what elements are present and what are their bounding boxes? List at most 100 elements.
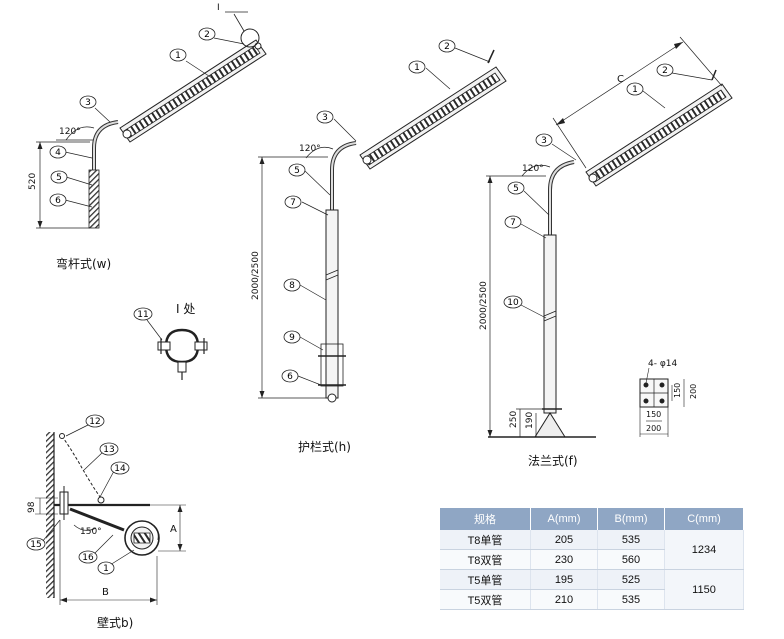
svg-text:3: 3	[322, 113, 328, 123]
callout-f-2: 2	[656, 63, 674, 77]
callout-f-1: 1	[626, 82, 644, 96]
spec-a: 210	[530, 589, 598, 610]
table-row: T5双管 210 535	[440, 589, 744, 610]
callout-h-8: 8	[283, 278, 301, 292]
dim-C: C	[617, 74, 624, 85]
callout-h-7: 7	[284, 195, 302, 209]
dim-150-right: 150	[673, 383, 682, 398]
svg-text:2: 2	[204, 30, 210, 40]
table-row: T8单管 205 535 1234	[440, 530, 744, 570]
spec-model: T5单管	[440, 569, 531, 590]
svg-text:2: 2	[444, 42, 450, 52]
angle-label-h: 120°	[299, 144, 321, 154]
caption-detail: I 处	[176, 302, 196, 316]
svg-text:12: 12	[89, 417, 100, 427]
callout-w-4: 4	[49, 145, 67, 159]
detail-circle-I	[240, 28, 260, 48]
spec-c: 1150	[664, 569, 744, 610]
callout-b-12: 12	[85, 414, 105, 428]
svg-text:6: 6	[55, 196, 61, 206]
caption-wall: 壁式b)	[97, 616, 134, 630]
svg-text:3: 3	[85, 98, 91, 108]
callout-b-1: 1	[97, 561, 115, 575]
spec-header-c: C(mm)	[664, 508, 744, 530]
guardrail-tube-h	[325, 209, 339, 399]
callout-f-7: 7	[504, 215, 522, 229]
spec-c: 1234	[664, 530, 744, 570]
lamp-fixture-h	[359, 49, 507, 170]
svg-text:8: 8	[289, 281, 295, 291]
spec-header-b: B(mm)	[597, 508, 665, 530]
angle-label-f: 120°	[522, 164, 544, 174]
wall-hatch	[46, 432, 54, 598]
svg-text:14: 14	[114, 464, 126, 474]
callout-bubbles: 1 2 3 4 5 6 1 2 3 5 7 8 9 6 1 2 3 5 7 10…	[26, 27, 674, 575]
svg-text:1: 1	[632, 85, 638, 95]
svg-text:4: 4	[55, 148, 61, 158]
dim-98: 98	[27, 501, 37, 513]
spec-table: 规格 A(mm) B(mm) C(mm) T8单管 205 535 1234 T…	[440, 508, 744, 610]
clamp-detail-figure	[146, 319, 208, 380]
callout-w-5: 5	[50, 170, 68, 184]
svg-text:1: 1	[414, 63, 420, 73]
callout-h-6: 6	[281, 369, 299, 383]
svg-text:5: 5	[294, 166, 300, 176]
svg-text:6: 6	[287, 372, 293, 382]
guardrail-figure	[258, 47, 507, 403]
spec-b: 525	[597, 569, 665, 590]
svg-text:1: 1	[175, 51, 181, 61]
table-row: T8双管 230 560	[440, 549, 744, 570]
dim-200-right: 200	[689, 384, 698, 399]
svg-text:9: 9	[289, 333, 295, 343]
svg-text:13: 13	[103, 445, 114, 455]
spec-b: 535	[597, 589, 665, 610]
wall-mount-figure	[35, 423, 186, 605]
spec-b: 560	[597, 549, 665, 570]
callout-w-1: 1	[169, 48, 187, 62]
dim-190: 190	[525, 412, 535, 429]
spec-a: 195	[530, 569, 598, 590]
callout-f-10: 10	[503, 295, 523, 309]
angle-label-w: 120°	[59, 127, 81, 137]
spec-model: T8双管	[440, 549, 531, 570]
svg-text:1: 1	[103, 564, 109, 574]
callout-b-15: 15	[26, 537, 46, 551]
callout-b-16: 16	[78, 550, 98, 564]
dim-520: 520	[28, 173, 38, 190]
svg-text:7: 7	[510, 218, 516, 228]
callout-h-3: 3	[316, 110, 334, 124]
wall-bracket-w	[88, 169, 100, 229]
caption-bend: 弯杆式(w)	[56, 257, 112, 271]
svg-text:5: 5	[56, 173, 62, 183]
callout-b-13: 13	[99, 442, 119, 456]
spec-header-model: 规格	[440, 508, 531, 530]
spec-b: 535	[597, 530, 665, 550]
svg-text:15: 15	[30, 540, 41, 550]
callout-h-2: 2	[438, 39, 456, 53]
svg-text:7: 7	[290, 198, 296, 208]
dim-B: B	[102, 587, 109, 598]
table-row: T5单管 195 525 1150	[440, 569, 744, 610]
lamp-fixture-w	[119, 39, 267, 143]
spec-model: T8单管	[440, 530, 531, 550]
callout-f-5: 5	[507, 181, 525, 195]
spec-table-header: 规格 A(mm) B(mm) C(mm)	[440, 508, 744, 530]
dim-200-bottom: 200	[646, 424, 661, 433]
spec-model: T5双管	[440, 589, 531, 610]
callout-h-9: 9	[283, 330, 301, 344]
caption-rail: 护栏式(h)	[298, 440, 351, 454]
caption-flange: 法兰式(f)	[528, 454, 578, 468]
svg-text:10: 10	[507, 298, 519, 308]
dim-150-bottom: 150	[646, 410, 661, 419]
svg-text:2: 2	[662, 66, 668, 76]
callout-w-3: 3	[79, 95, 97, 109]
spec-a: 205	[530, 530, 598, 550]
callout-h-5: 5	[288, 163, 306, 177]
callout-d-11: 11	[133, 307, 153, 321]
callout-f-3: 3	[535, 133, 553, 147]
svg-text:16: 16	[82, 553, 94, 563]
holes-label: 4- φ14	[648, 359, 677, 369]
angle-label-b: 150°	[80, 527, 102, 537]
flange-figure	[486, 36, 733, 438]
